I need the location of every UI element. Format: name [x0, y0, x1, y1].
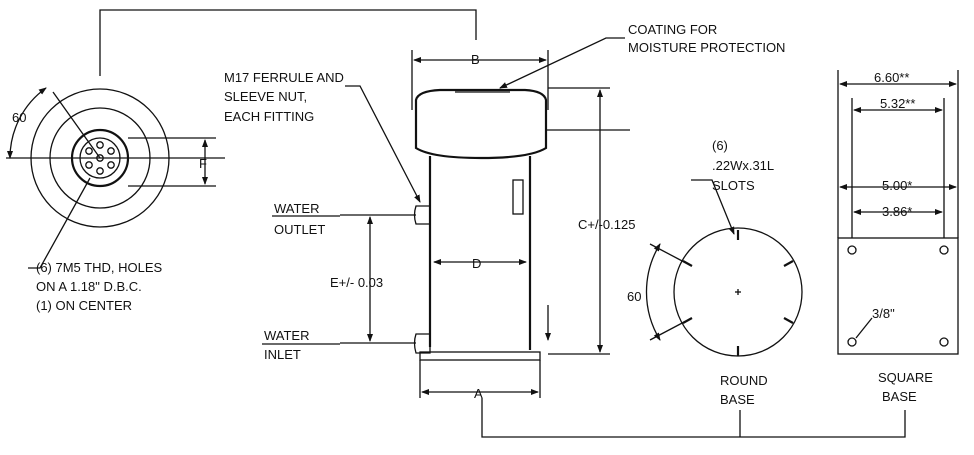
round-base — [645, 179, 803, 357]
water-inlet-line1: WATER — [264, 328, 310, 343]
square-hole — [939, 245, 949, 255]
square-base — [837, 70, 959, 355]
water-outlet-line1: WATER — [274, 201, 320, 216]
holes-note-line3: (1) ON CENTER — [36, 298, 132, 313]
side-view: A B C+/-0.125 D E+/- 0.03 — [262, 37, 906, 438]
round-base-label-line1: ROUND — [720, 373, 768, 388]
dim-e-label: E+/- 0.03 — [330, 275, 383, 290]
ferrule-note-line1: M17 FERRULE AND — [224, 70, 344, 85]
slots-note-line3: SLOTS — [712, 178, 755, 193]
slots-note-line1: (6) — [712, 138, 728, 153]
water-inlet-line2: INLET — [264, 347, 301, 362]
slots-leader — [691, 179, 735, 235]
coating-note-line1: COATING FOR — [628, 22, 717, 37]
side-tab — [512, 179, 524, 215]
bolt-hole — [85, 161, 93, 169]
connector-top — [99, 9, 477, 76]
bolt-hole — [96, 167, 104, 175]
end-view: 60 F — [6, 9, 477, 269]
hole-size-label: 3/8" — [872, 306, 895, 321]
dim-532-label: 5.32** — [880, 96, 915, 111]
angle-arc-left — [7, 87, 47, 159]
dim-500-label: 5.00* — [882, 178, 912, 193]
square-base-outline — [837, 237, 959, 355]
slots-note-line2: .22Wx.31L — [712, 158, 774, 173]
ferrule-note-line3: EACH FITTING — [224, 109, 314, 124]
square-hole — [939, 337, 949, 347]
dim-c-label: C+/-0.125 — [578, 217, 635, 232]
angle-arc-round — [645, 243, 661, 341]
holes-note-line1: (6) 7M5 THD, HOLES — [36, 260, 163, 275]
bolt-hole — [107, 147, 115, 155]
bolt-hole — [107, 161, 115, 169]
water-outlet-line2: OUTLET — [274, 222, 325, 237]
square-hole — [847, 337, 857, 347]
square-hole — [847, 245, 857, 255]
angle-60-round: 60 — [627, 289, 641, 304]
ferrule-note-line2: SLEEVE NUT, — [224, 89, 307, 104]
square-base-label-line2: BASE — [882, 389, 917, 404]
base-plate — [419, 351, 541, 361]
dim-d-label: D — [472, 256, 481, 271]
inlet-fitting — [413, 333, 431, 354]
dim-a-label: A — [474, 386, 483, 401]
holes-leader — [28, 177, 91, 269]
angle-leg — [52, 91, 101, 159]
outlet-fitting — [413, 205, 431, 225]
bolt-hole — [96, 141, 104, 149]
dim-f-label: F — [199, 156, 207, 171]
angle-60-left: 60 — [12, 110, 26, 125]
dim-b-label: B — [471, 52, 480, 67]
cap-coating — [414, 88, 548, 160]
connector-bottom — [481, 398, 906, 438]
dim-386-label: 3.86* — [882, 204, 912, 219]
coating-leader — [499, 37, 625, 89]
dim-660-label: 6.60** — [874, 70, 909, 85]
square-base-label-line1: SQUARE — [878, 370, 933, 385]
holes-note-line2: ON A 1.18" D.B.C. — [36, 279, 142, 294]
round-base-label-line2: BASE — [720, 392, 755, 407]
coating-note-line2: MOISTURE PROTECTION — [628, 40, 785, 55]
bolt-hole — [85, 147, 93, 155]
ferrule-leader — [345, 85, 421, 203]
